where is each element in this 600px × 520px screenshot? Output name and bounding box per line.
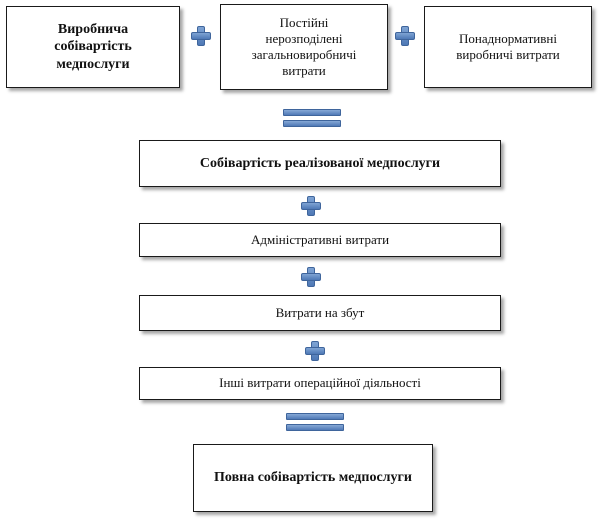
- box-cost-of-sold-service: Собівартість реалізованої медпослуги: [139, 140, 501, 187]
- box-full-cost: Повна собівартість медпослуги: [193, 444, 433, 512]
- equals-icon: [286, 413, 344, 431]
- box-cost-of-sold-service-text: Собівартість реалізованої медпослуги: [199, 155, 441, 171]
- box-other-operating-expenses-text: Інші витрати операційної діяльності: [219, 375, 421, 391]
- plus-icon: [301, 196, 321, 216]
- plus-icon: [191, 26, 211, 46]
- box-excess-costs-text: Понаднормативні виробничі витрати: [456, 30, 560, 62]
- box-fixed-overhead-text: Постійні нерозподілені загальновиробничі…: [251, 14, 357, 79]
- box-production-cost-text: Виробнича собівартість медпослуги: [54, 21, 132, 72]
- box-administrative-expenses-text: Адміністративні витрати: [250, 231, 390, 247]
- box-administrative-expenses: Адміністративні витрати: [139, 223, 501, 257]
- box-sales-expenses-text: Витрати на збут: [275, 304, 365, 320]
- box-sales-expenses: Витрати на збут: [139, 295, 501, 331]
- plus-icon: [395, 26, 415, 46]
- box-other-operating-expenses: Інші витрати операційної діяльності: [139, 367, 501, 400]
- box-fixed-overhead: Постійні нерозподілені загальновиробничі…: [220, 4, 388, 90]
- equals-icon: [283, 109, 341, 127]
- box-excess-costs: Понаднормативні виробничі витрати: [424, 6, 592, 88]
- box-production-cost: Виробнича собівартість медпослуги: [6, 6, 180, 88]
- plus-icon: [301, 267, 321, 287]
- plus-icon: [305, 341, 325, 361]
- box-full-cost-text: Повна собівартість медпослуги: [214, 470, 412, 486]
